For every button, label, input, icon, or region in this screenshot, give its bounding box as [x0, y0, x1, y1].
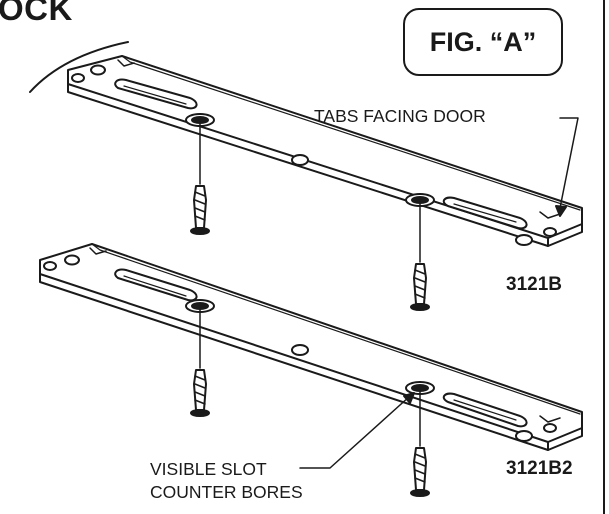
figure-label-box: FIG. “A”	[403, 8, 563, 76]
screw-icon	[190, 309, 210, 417]
tabs-callout: TABS FACING DOOR	[314, 106, 486, 126]
counterbore-slot-upper-left	[185, 113, 215, 127]
screw-icon	[190, 123, 210, 235]
upper-hinge-plate	[67, 55, 583, 247]
slot-callout: VISIBLE SLOT COUNTER BORES	[150, 458, 303, 504]
figure-label: FIG. “A”	[429, 26, 537, 57]
counterbore-slot-lower-left	[185, 299, 215, 313]
frame-border	[603, 0, 605, 514]
screw-icon	[410, 391, 430, 497]
leader-arrow	[299, 392, 415, 469]
counterbore-slot-lower-right	[405, 381, 435, 395]
part-number-upper: 3121B	[506, 274, 562, 295]
page-heading: OCK	[0, 0, 73, 27]
leader-arrow	[555, 117, 579, 217]
slot-callout-line2: COUNTER BORES	[150, 482, 303, 502]
part-number-lower: 3121B2	[506, 458, 573, 479]
lower-hinge-plate	[39, 243, 583, 451]
door-edge-curve	[29, 41, 129, 93]
screw-icon	[410, 203, 430, 311]
slot-callout-line1: VISIBLE SLOT	[150, 459, 267, 479]
